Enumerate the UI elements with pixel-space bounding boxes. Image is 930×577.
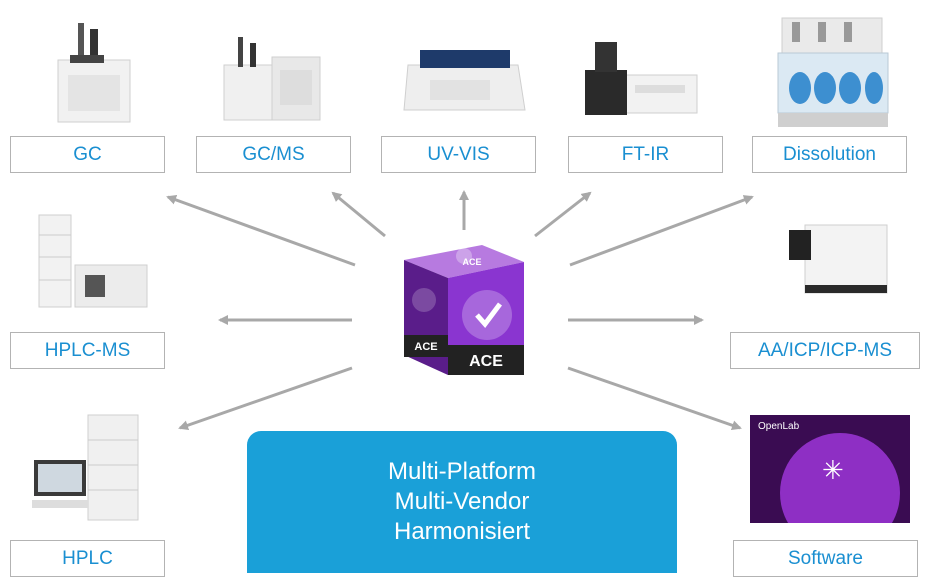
arrow-to-gc bbox=[166, 195, 356, 267]
aaicp-instrument-image bbox=[789, 224, 888, 294]
arrow-to-software bbox=[567, 366, 742, 431]
hub-line-1: Multi-Platform bbox=[387, 458, 537, 485]
label-hplc: HPLC bbox=[10, 540, 165, 577]
hplcms-instrument-image bbox=[38, 214, 148, 308]
hub-line-3: Harmonisiert bbox=[393, 518, 531, 545]
label-aaicp: AA/ICP/ICP-MS bbox=[730, 332, 920, 369]
label-gcms: GC/MS bbox=[196, 136, 351, 173]
label-uvvis: UV-VIS bbox=[381, 136, 536, 173]
ftir-instrument-image bbox=[585, 42, 698, 115]
label-dissolution: Dissolution bbox=[752, 136, 907, 173]
gc-instrument-image bbox=[57, 23, 131, 123]
label-ftir: FT-IR bbox=[568, 136, 723, 173]
arrow-to-gcms bbox=[331, 191, 386, 238]
arrow-to-hplc bbox=[178, 366, 353, 431]
label-software: Software bbox=[733, 540, 918, 577]
hplc-instrument-image bbox=[32, 414, 139, 521]
hub-box: Multi-Platform Multi-Vendor Harmonisiert bbox=[247, 431, 677, 573]
gcms-instrument-image bbox=[223, 37, 321, 121]
dissolution-instrument-image bbox=[777, 17, 889, 127]
cube-top-label: ACE bbox=[462, 257, 481, 267]
starburst-icon: ✳ bbox=[822, 455, 844, 485]
label-gc: GC bbox=[10, 136, 165, 173]
cube-side-label: ACE bbox=[414, 341, 437, 353]
arrow-to-dissolution bbox=[569, 195, 754, 267]
software-product-image: OpenLab ✳ bbox=[750, 415, 910, 523]
uvvis-instrument-image bbox=[403, 50, 526, 111]
label-hplcms: HPLC-MS bbox=[10, 332, 165, 369]
hub-line-2: Multi-Vendor bbox=[394, 488, 530, 515]
arrow-to-ftir bbox=[534, 191, 592, 238]
cube-front-label: ACE bbox=[469, 353, 503, 370]
software-brand-text: OpenLab bbox=[758, 421, 800, 432]
ace-cube-logo: ACE ACE ACE bbox=[404, 245, 524, 375]
